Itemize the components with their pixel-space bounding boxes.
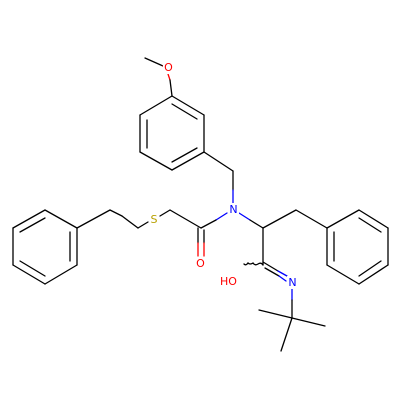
atom-s-thioether-label: S — [151, 213, 158, 226]
imidic-acid-group — [243, 227, 288, 282]
methoxyphenyl-ring — [139, 95, 205, 171]
atom-oh-imidic-label: HO — [220, 275, 237, 288]
amide-nitrogen-bonds — [200, 212, 264, 229]
carbonyl-group — [169, 209, 205, 257]
atom-n-amide: N — [228, 203, 239, 216]
right-phenyl-ring — [326, 209, 389, 285]
atom-o-carbonyl: O — [195, 257, 206, 270]
atom-s-thioether: S — [149, 213, 159, 226]
alpha-benzyl-linker — [262, 209, 328, 229]
tert-butyl-group — [258, 286, 326, 352]
n-benzyl-linker — [203, 151, 234, 204]
atom-n-imine: N — [287, 276, 298, 289]
thioether-chain — [76, 209, 171, 229]
atom-o-carbonyl-label: O — [196, 257, 205, 270]
atom-o-methoxy: O — [163, 61, 174, 74]
atom-o-methoxy-label: O — [164, 61, 173, 74]
left-phenyl-ring — [12, 209, 78, 285]
atom-n-amide-label: N — [229, 203, 237, 216]
atom-oh-imidic: HO — [219, 275, 238, 288]
atom-n-imine-label: N — [288, 276, 296, 289]
